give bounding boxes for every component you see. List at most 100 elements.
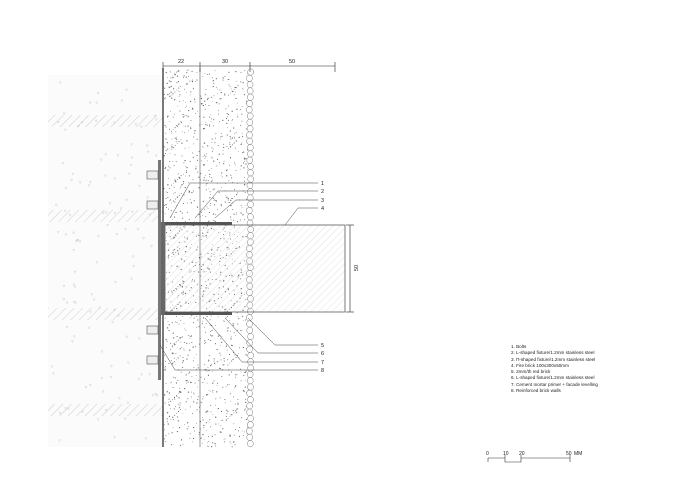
aggregate-dot xyxy=(168,166,170,168)
aggregate-dot xyxy=(174,398,176,400)
aggregate-dot xyxy=(216,102,218,104)
pebble xyxy=(246,345,253,353)
aggregate-dot xyxy=(224,438,226,440)
aggregate-dot xyxy=(213,95,215,97)
concrete-aggregate xyxy=(113,436,116,440)
aggregate-dot xyxy=(217,93,219,95)
aggregate-dot xyxy=(218,423,220,425)
aggregate-dot xyxy=(175,211,177,214)
aggregate-dot xyxy=(164,167,167,169)
aggregate-dot xyxy=(163,155,165,157)
aggregate-dot xyxy=(226,196,228,198)
aggregate-dot xyxy=(237,85,239,87)
aggregate-dot xyxy=(183,194,185,196)
aggregate-dot xyxy=(185,106,186,108)
aggregate-dot xyxy=(191,341,193,343)
aggregate-dot xyxy=(215,101,217,103)
concrete-aggregate xyxy=(74,240,78,243)
aggregate-dot xyxy=(174,179,176,181)
aggregate-dot xyxy=(230,216,232,218)
aggregate-dot xyxy=(185,101,186,103)
aggregate-dot xyxy=(171,184,172,186)
aggregate-dot xyxy=(222,77,224,79)
aggregate-dot xyxy=(234,196,236,197)
aggregate-dot xyxy=(241,106,243,107)
aggregate-dot xyxy=(173,186,175,188)
aggregate-dot xyxy=(221,419,222,421)
aggregate-dot xyxy=(226,122,228,125)
aggregate-dot xyxy=(174,91,176,93)
aggregate-dot xyxy=(174,377,176,379)
aggregate-dot xyxy=(205,124,207,126)
aggregate-dot xyxy=(232,358,233,360)
aggregate-dot xyxy=(245,163,247,165)
aggregate-dot xyxy=(190,202,192,204)
aggregate-dot xyxy=(229,434,231,436)
aggregate-dot xyxy=(218,367,221,369)
aggregate-dot xyxy=(233,441,235,443)
pebble xyxy=(247,383,254,391)
aggregate-dot xyxy=(213,199,215,201)
aggregate-dot xyxy=(169,200,171,202)
aggregate-dot xyxy=(201,215,203,217)
concrete-aggregate xyxy=(154,393,158,396)
aggregate-dot xyxy=(221,133,222,134)
aggregate-dot xyxy=(174,145,176,146)
aggregate-dot xyxy=(210,363,212,365)
aggregate-dot xyxy=(203,439,205,441)
aggregate-dot xyxy=(223,146,225,149)
aggregate-dot xyxy=(237,114,239,116)
aggregate-dot xyxy=(182,357,184,359)
concrete-aggregate xyxy=(62,112,66,116)
aggregate-dot xyxy=(228,320,230,321)
aggregate-dot xyxy=(233,142,234,144)
aggregate-dot xyxy=(203,164,205,166)
aggregate-dot xyxy=(241,120,243,122)
aggregate-dot xyxy=(189,349,191,351)
aggregate-dot xyxy=(192,441,194,443)
aggregate-dot xyxy=(165,197,167,199)
aggregate-dot xyxy=(176,430,179,433)
aggregate-dot xyxy=(233,94,235,96)
aggregate-dot xyxy=(244,70,246,72)
aggregate-dot xyxy=(187,116,189,118)
aggregate-dot xyxy=(170,382,172,384)
aggregate-dot xyxy=(210,411,212,413)
aggregate-dot xyxy=(232,208,234,210)
aggregate-dot xyxy=(210,96,212,98)
aggregate-dot xyxy=(204,108,206,110)
aggregate-dot xyxy=(200,103,203,105)
aggregate-dot xyxy=(170,131,172,132)
aggregate-dot xyxy=(227,327,229,329)
aggregate-dot xyxy=(219,98,221,100)
aggregate-dot xyxy=(194,130,196,132)
aggregate-dot xyxy=(241,135,243,137)
aggregate-dot xyxy=(217,408,219,410)
aggregate-dot xyxy=(208,169,210,171)
aggregate-dot xyxy=(205,180,206,182)
aggregate-dot xyxy=(187,398,189,400)
aggregate-dot xyxy=(172,160,173,162)
aggregate-dot xyxy=(166,327,169,329)
aggregate-dot xyxy=(197,379,199,381)
aggregate-dot xyxy=(215,416,217,418)
aggregate-dot xyxy=(177,173,179,175)
aggregate-dot xyxy=(172,75,174,77)
aggregate-dot xyxy=(244,431,245,433)
aggregate-dot xyxy=(202,433,204,436)
aggregate-dot xyxy=(230,138,232,140)
aggregate-dot xyxy=(231,198,233,200)
aggregate-dot xyxy=(182,76,184,78)
aggregate-dot xyxy=(215,398,217,400)
aggregate-dot xyxy=(243,390,245,392)
aggregate-dot xyxy=(184,424,186,426)
aggregate-dot xyxy=(220,175,222,177)
aggregate-dot xyxy=(237,316,239,318)
aggregate-dot xyxy=(194,101,196,103)
aggregate-dot xyxy=(167,148,169,150)
aggregate-dot xyxy=(243,94,246,96)
aggregate-dot xyxy=(222,153,224,155)
concrete-aggregate xyxy=(131,255,135,259)
aggregate-dot xyxy=(203,326,205,328)
aggregate-dot xyxy=(233,88,235,90)
